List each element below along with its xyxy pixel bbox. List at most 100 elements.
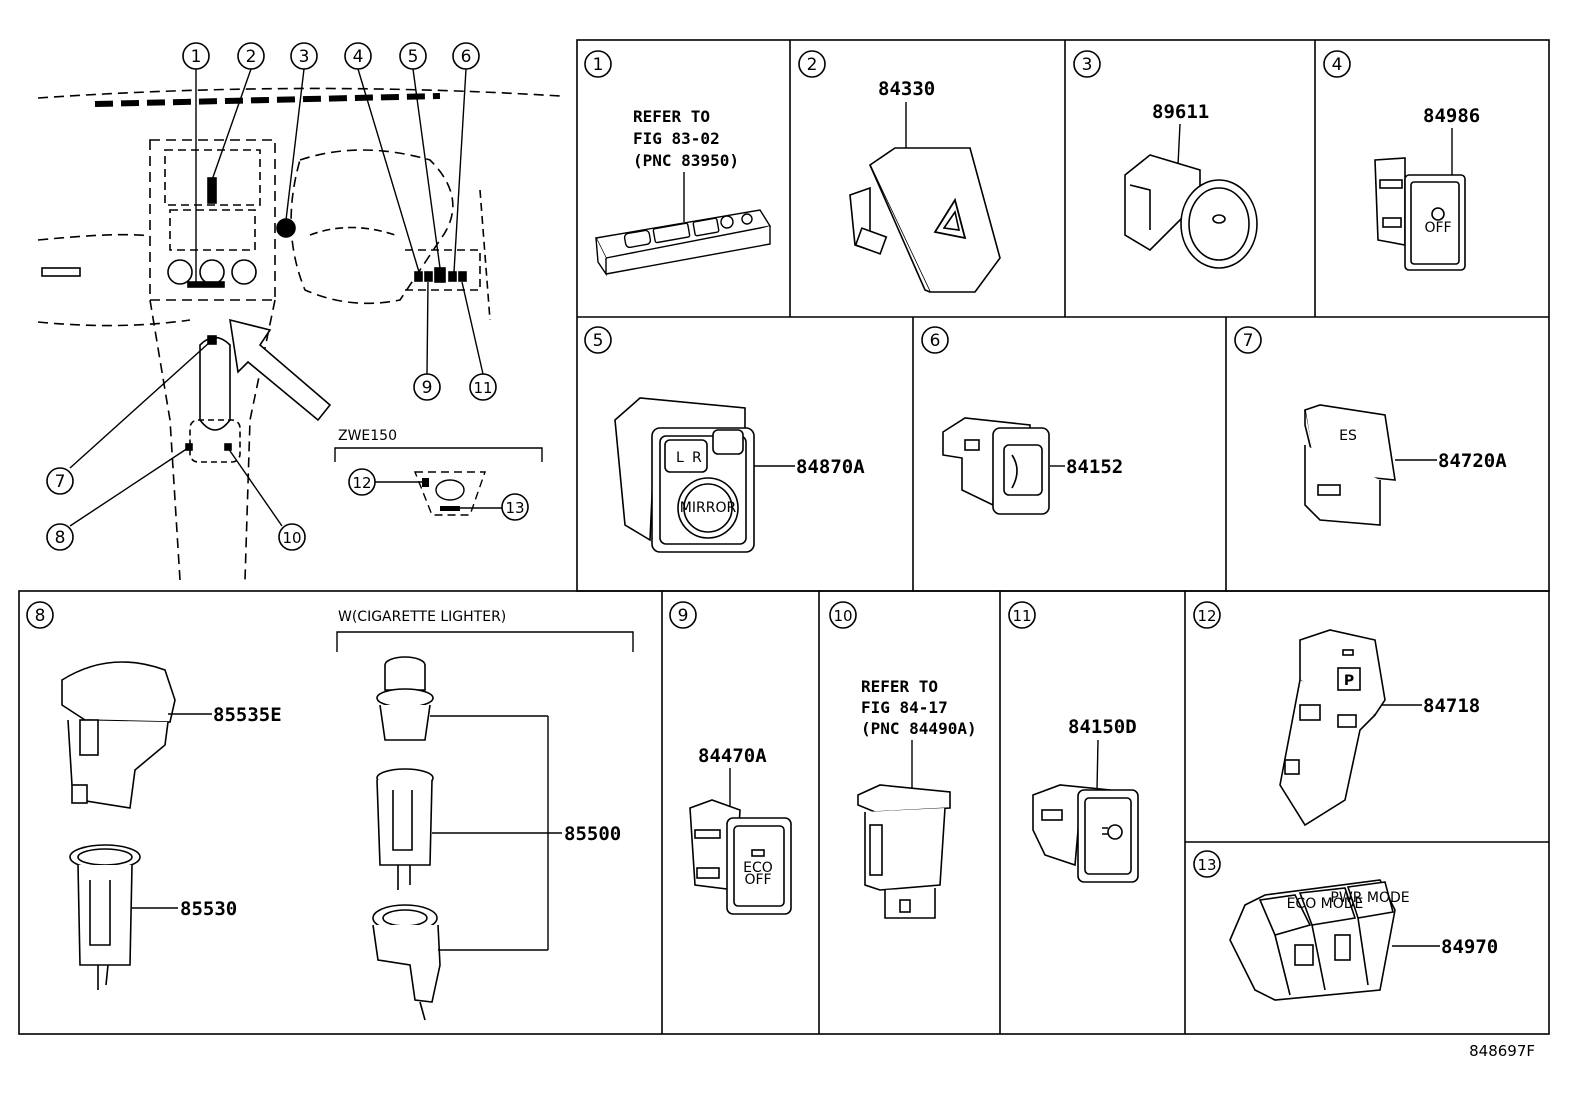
grid-frame — [18, 39, 1550, 1035]
callout-10: 10 — [278, 523, 306, 551]
cell-6-number: 6 — [921, 326, 949, 354]
callout-6-label: 6 — [461, 47, 472, 67]
cell-1-number-text: 1 — [593, 55, 604, 75]
cell-7-number-text: 7 — [1243, 331, 1254, 351]
cell-13-number-text: 13 — [1197, 856, 1216, 874]
cell-13: 13 ECO MODE PWR MODE 84970 — [1193, 850, 1498, 1001]
cell-9-part-number: 84470A — [698, 745, 767, 767]
cell-1-number: 1 — [584, 50, 612, 78]
cell-5-part-number: 84870A — [796, 456, 865, 478]
cell-7-part-number: 84720A — [1438, 450, 1507, 472]
cell-13-part-number: 84970 — [1441, 936, 1498, 958]
cell-1-note-line-3: (PNC 83950) — [633, 151, 739, 170]
cell-5: 5 L R MIRROR 84870A — [584, 326, 865, 553]
cell-2: 2 84330 — [798, 50, 1001, 293]
cell-10-note-line-2: FIG 84-17 — [861, 698, 948, 717]
cell-10-switch-drawing — [857, 784, 951, 919]
callout-7: 7 — [46, 467, 74, 495]
cigarette-lighter-drawing — [372, 656, 441, 1021]
eco-mode-label: ECO MODE — [1287, 896, 1364, 912]
pwr-mode-label: PWR MODE — [1330, 890, 1409, 906]
callout-4: 4 — [344, 42, 372, 70]
cell-6-part-number: 84152 — [1066, 456, 1123, 478]
cell-9-eco-label: ECO — [743, 860, 773, 876]
callout-2-label: 2 — [246, 47, 257, 67]
cell-12: 12 P 84718 — [1193, 601, 1480, 827]
callout-5: 5 — [399, 42, 427, 70]
cell-2-number: 2 — [798, 50, 826, 78]
cell-1: 1 REFER TO FIG 83-02 (PNC 83950) — [584, 50, 772, 277]
lighter-bracket — [430, 715, 562, 951]
aux-socket-drawing — [61, 661, 176, 809]
callout-1: 1 — [182, 42, 210, 70]
cell-11-number: 11 — [1008, 601, 1036, 629]
callout-11: 11 — [469, 373, 497, 401]
cell-5-number-text: 5 — [593, 331, 604, 351]
cell-4-part-number: 84986 — [1423, 105, 1480, 127]
cell-8-number-text: 8 — [35, 606, 46, 626]
cell-6-number-text: 6 — [930, 331, 941, 351]
callout-7-label: 7 — [55, 472, 66, 492]
cell-13-number: 13 — [1193, 850, 1221, 878]
push-start-drawing — [1124, 154, 1258, 269]
cell-11-number-text: 11 — [1012, 607, 1031, 625]
callout-4-label: 4 — [353, 47, 364, 67]
cell-10-number-text: 10 — [833, 607, 852, 625]
variant-zwe150: ZWE150 12 13 — [334, 428, 543, 521]
hazard-switch-drawing — [849, 147, 1001, 293]
cell-3: 3 89611 — [1073, 50, 1258, 269]
callout-2: 2 — [237, 42, 265, 70]
mirror-switch-l: L — [676, 450, 684, 466]
callout-13-label: 13 — [505, 499, 524, 517]
cell-9: 9 84470A ECO OFF — [669, 601, 792, 915]
cell-7-number: 7 — [1234, 326, 1262, 354]
callout-1-label: 1 — [191, 47, 202, 67]
overview-callouts: 1 2 3 4 5 6 9 11 7 8 10 — [46, 42, 497, 551]
cell-2-part-number: 84330 — [878, 78, 935, 100]
cell-4: 4 84986 OFF — [1323, 50, 1480, 271]
drive-mode-switch-drawing — [1229, 879, 1396, 1001]
cell-8-number: 8 — [26, 601, 54, 629]
cell-7-es-label: ES — [1339, 428, 1357, 444]
cell-9-off-label: OFF — [744, 872, 771, 888]
socket-drawing — [69, 844, 141, 990]
callout-9-label: 9 — [422, 378, 433, 398]
overview-leaders — [69, 68, 484, 527]
headlight-level-switch-drawing — [942, 417, 1050, 515]
cell-3-part-number: 89611 — [1152, 101, 1209, 123]
cell-12-p-label: P — [1344, 673, 1354, 689]
cell-3-number-text: 3 — [1082, 55, 1093, 75]
callout-6: 6 — [452, 42, 480, 70]
callout-5-label: 5 — [408, 47, 419, 67]
callout-3: 3 — [290, 42, 318, 70]
parking-brake-switch-drawing — [1279, 629, 1386, 827]
callout-12: 12 — [348, 468, 376, 496]
cell-12-number-text: 12 — [1197, 607, 1216, 625]
cell-8-part-number-1: 85535E — [213, 704, 282, 726]
cell-6: 6 84152 — [921, 326, 1123, 515]
cell-2-number-text: 2 — [807, 55, 818, 75]
callout-8: 8 — [46, 523, 74, 551]
cell-8: 8 85535E 85530 W(CIGARETTE LIGHTER) — [26, 601, 634, 1021]
callout-10-label: 10 — [282, 529, 301, 547]
callout-9: 9 — [413, 373, 441, 401]
cell-11-part-number: 84150D — [1068, 716, 1137, 738]
cell-10-note-line-3: (PNC 84490A) — [861, 719, 977, 738]
cell-1-note-line-1: REFER TO — [633, 107, 710, 126]
cell-1-note-line-2: FIG 83-02 — [633, 129, 720, 148]
cell-12-part-number: 84718 — [1423, 695, 1480, 717]
cell-4-number: 4 — [1323, 50, 1351, 78]
mirror-switch-drawing — [614, 397, 755, 553]
cell-10-number: 10 — [829, 601, 857, 629]
eco-off-switch-drawing — [689, 799, 792, 915]
callout-13: 13 — [501, 493, 529, 521]
cigarette-lighter-part-number: 85500 — [564, 823, 621, 845]
cell-4-number-text: 4 — [1332, 55, 1343, 75]
es-switch-drawing — [1304, 404, 1396, 526]
cell-8-part-number-2: 85530 — [180, 898, 237, 920]
switch-panel-drawing — [594, 209, 772, 277]
mirror-switch-r: R — [692, 450, 702, 466]
cell-7: 7 ES 84720A — [1234, 326, 1507, 526]
overview-dashboard — [37, 87, 561, 581]
callout-8-label: 8 — [55, 528, 66, 548]
